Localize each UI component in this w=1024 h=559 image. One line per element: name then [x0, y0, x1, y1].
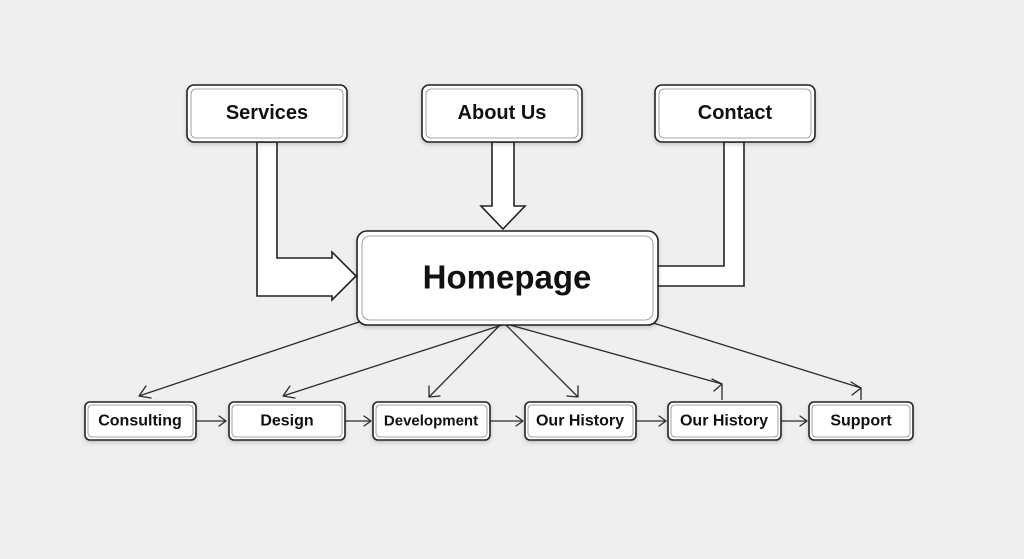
- homepage-to-development-connector: [428, 324, 501, 398]
- homepage-to-our-history-1-connector: [505, 324, 579, 398]
- development-chain-arrowhead: [363, 415, 372, 427]
- contact-label: Contact: [698, 102, 773, 124]
- design-chain-arrowhead: [218, 415, 227, 427]
- development-arrowhead: [428, 385, 441, 398]
- about-us-node: [421, 84, 583, 143]
- consulting-label: Consulting: [98, 413, 182, 430]
- homepage-to-our-history-2-connector: [509, 324, 723, 400]
- about-us-to-homepage-arrow: [479, 141, 527, 231]
- development-node: [372, 401, 491, 441]
- support-arrowhead: [850, 381, 862, 396]
- services-node: [186, 84, 348, 143]
- consulting-node: [84, 401, 197, 441]
- design-node: [228, 401, 346, 441]
- our-history-1-label: Our History: [536, 413, 624, 430]
- support-node: [808, 401, 914, 441]
- homepage-to-support-connector: [649, 321, 862, 400]
- support-chain-arrowhead: [799, 415, 808, 427]
- services-to-homepage-arrow: [256, 141, 358, 302]
- our-history-1-chain-arrowhead: [515, 415, 524, 427]
- homepage-to-design-connector: [282, 324, 503, 397]
- contact-node: [654, 84, 816, 143]
- services-label: Services: [226, 102, 308, 124]
- development-label: Development: [384, 413, 478, 430]
- our-history-2-arrowhead: [711, 378, 723, 392]
- our-history-1-arrowhead: [566, 385, 579, 398]
- homepage-to-consulting-connector: [138, 320, 363, 397]
- contact-to-homepage-arrow: [655, 141, 745, 287]
- support-label: Support: [830, 413, 892, 430]
- consulting-arrowhead: [138, 385, 152, 399]
- design-label: Design: [260, 413, 313, 430]
- our-history-1-node: [524, 401, 637, 441]
- our-history-2-label: Our History: [680, 413, 768, 430]
- our-history-2-chain-arrowhead: [658, 415, 667, 427]
- homepage-node: [356, 230, 659, 326]
- our-history-2-node: [667, 401, 782, 441]
- design-arrowhead: [282, 385, 296, 399]
- homepage-label: Homepage: [423, 259, 592, 296]
- about-us-label: About Us: [458, 102, 547, 124]
